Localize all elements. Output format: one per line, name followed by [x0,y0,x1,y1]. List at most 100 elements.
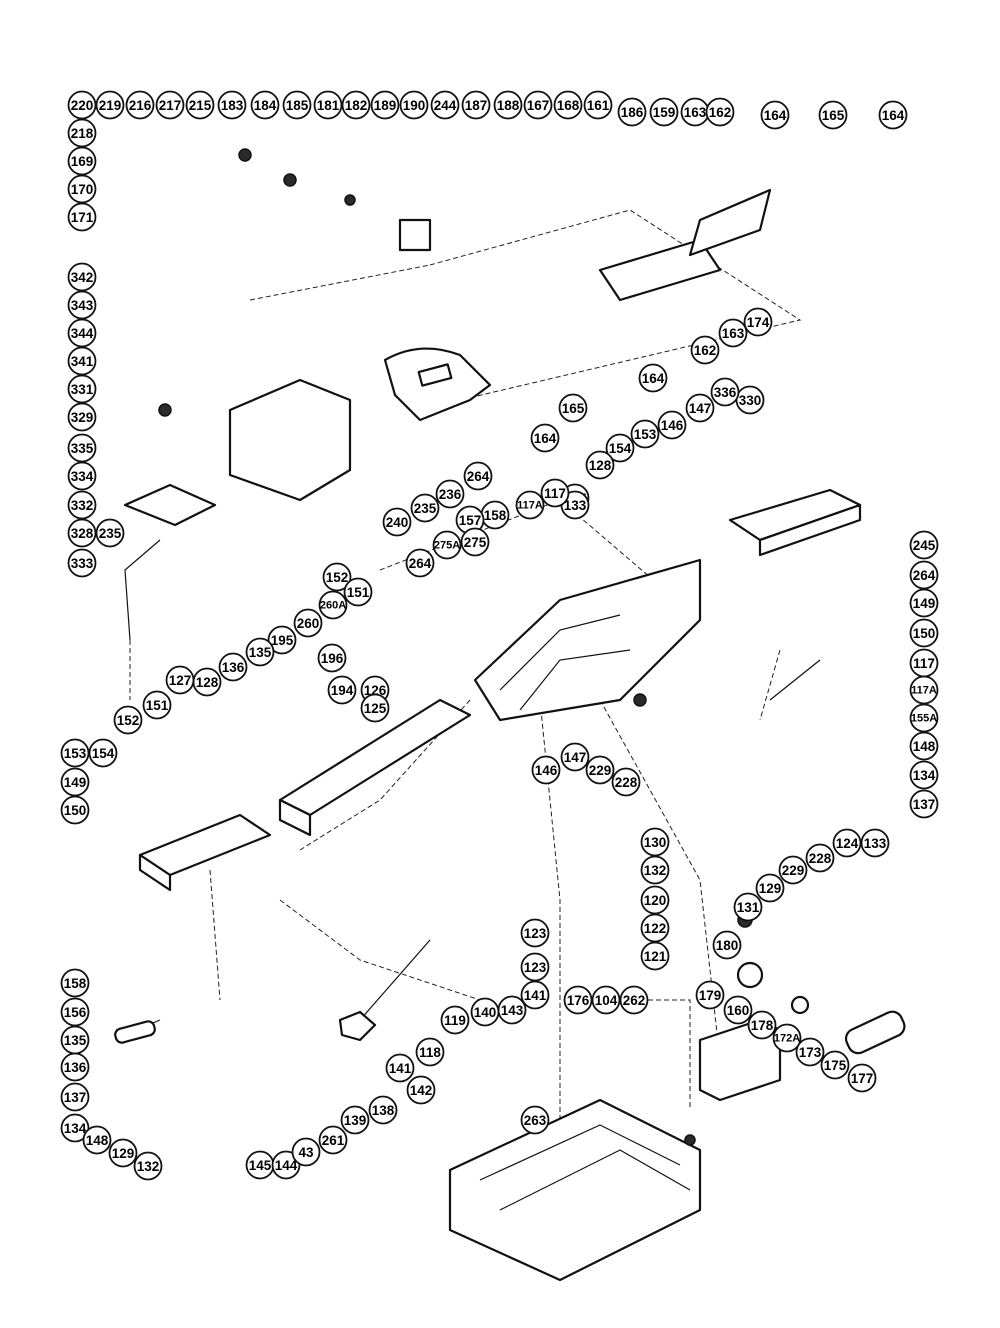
part-callout: 169 [67,146,97,176]
callout-circle [340,1105,370,1135]
part-callout: 143 [497,995,527,1025]
callout-circle [520,980,550,1010]
callout-number: 235 [414,501,437,516]
part-callout: 183 [217,90,247,120]
callout-number: 131 [737,900,760,915]
callout-circle [113,705,143,735]
callout-circle [60,1052,90,1082]
callout-circle [685,393,715,423]
callout-circle [368,1095,398,1125]
part-callout: 152 [322,562,352,592]
callout-circle [723,995,753,1025]
part-callout: 130 [640,827,670,857]
part-callout: 122 [640,913,670,943]
part-callout: 164 [760,100,790,130]
callout-circle [245,637,275,667]
callout-number: 332 [71,498,94,513]
part-callout: 124 [832,828,862,858]
callout-circle [435,479,465,509]
part-callout: 264 [463,461,493,491]
callout-circle [909,731,939,761]
callout-number: 129 [759,881,782,896]
part-callout: 329 [67,402,97,432]
part-callout: 156 [60,997,90,1027]
callout-circle [341,90,371,120]
part-callout: 171 [67,202,97,232]
callout-number: 161 [587,98,610,113]
callout-circle [847,1063,877,1093]
callout-circle [142,690,172,720]
callout-number: 175 [824,1058,847,1073]
callout-circle [909,760,939,790]
callout-number: 183 [221,98,244,113]
callout-number: 188 [497,98,520,113]
callout-circle [619,985,649,1015]
part-callout: 151 [142,690,172,720]
part-callout: 158 [60,968,90,998]
callout-number: 194 [331,683,354,698]
callout-circle [755,873,785,903]
callout-number: 164 [534,431,557,446]
callout-circle [909,530,939,560]
part-callout: 146 [657,410,687,440]
callout-number: 260A [320,600,346,612]
callout-circle [909,588,939,618]
callout-circle [67,433,97,463]
callout-circle [795,1037,825,1067]
callout-circle [818,100,848,130]
part-callout: 179 [695,980,725,1010]
part-callout: 178 [747,1010,777,1040]
callout-number: 149 [913,596,936,611]
part-callout: 145 [245,1150,275,1180]
callout-circle [60,1113,90,1143]
part-callout: 185 [282,90,312,120]
part-callout: 244 [430,90,460,120]
callout-number: 152 [326,570,349,585]
callout-number: 164 [642,371,665,386]
part-callout: 129 [755,873,785,903]
callout-number: 176 [567,993,590,1008]
callout-number: 156 [64,1005,87,1020]
part-callout: 131 [733,892,763,922]
part-callout: 165 [558,393,588,423]
callout-circle [493,90,523,120]
callout-circle [832,828,862,858]
part-callout: 134 [909,760,939,790]
callout-circle [909,703,939,733]
part-callout: 153 [60,738,90,768]
callout-circle [520,1105,550,1135]
part-callout: 188 [493,90,523,120]
part-callout: 142 [406,1075,436,1105]
callout-circle [317,643,347,673]
callout-number: 177 [851,1071,874,1086]
callout-number: 228 [615,775,638,790]
callout-number: 275 [464,535,487,550]
part-callout: 229 [585,755,615,785]
parts-artwork [114,148,906,1282]
callout-number: 153 [634,427,657,442]
callout-circle [67,518,97,548]
part-callout: 148 [909,731,939,761]
callout-number: 128 [196,675,219,690]
callout-circle [460,527,490,557]
callout-circle [805,843,835,873]
callout-circle [67,146,97,176]
part-callout: 160 [723,995,753,1025]
callout-number: 173 [799,1045,822,1060]
part-callout: 196 [317,643,347,673]
callout-circle [60,1082,90,1112]
callout-number: 147 [689,401,712,416]
part-callout: 155A [909,703,939,733]
callout-circle [560,742,590,772]
part-callout: 343 [67,290,97,320]
part-callout: 150 [60,795,90,825]
part-callout: 164 [530,423,560,453]
part-callout: 132 [133,1151,163,1181]
callout-number: 220 [71,98,94,113]
callout-number: 164 [764,108,787,123]
callout-circle [293,608,323,638]
callout-circle [523,90,553,120]
part-callout: 168 [553,90,583,120]
callout-number: 341 [71,354,94,369]
callout-number: 117 [913,656,935,671]
